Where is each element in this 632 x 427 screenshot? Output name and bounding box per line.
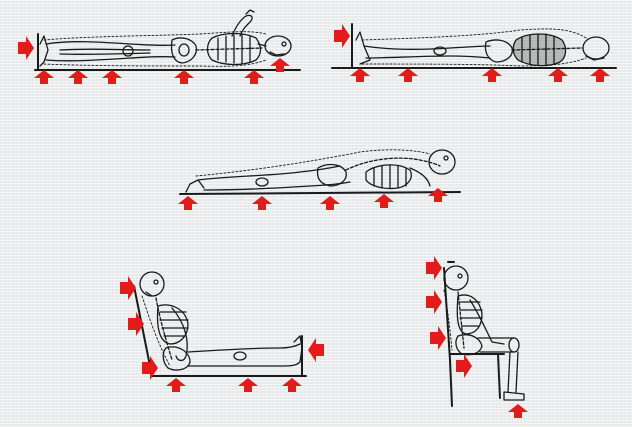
pressure-point-arrow-icon	[166, 378, 186, 392]
arrows-supine-top	[334, 24, 610, 82]
pressure-point-arrow-icon	[334, 24, 350, 48]
pressure-point-arrow-icon	[590, 68, 610, 82]
pressure-point-arrow-icon	[174, 70, 194, 84]
pressure-point-arrow-icon	[34, 70, 54, 84]
pressure-point-arrow-icon	[426, 290, 442, 314]
pressure-point-arrow-icon	[548, 68, 568, 82]
pressure-point-arrow-icon	[482, 68, 502, 82]
arrows-long-sitting	[120, 276, 324, 392]
pressure-point-arrow-icon	[102, 70, 122, 84]
pressure-point-arrow-icon	[68, 70, 88, 84]
pressure-point-arrow-icon	[320, 196, 340, 210]
figure-supine-top	[332, 24, 616, 68]
pressure-point-arrow-icon	[456, 354, 472, 378]
pressure-point-arrow-icon	[308, 338, 324, 362]
pressure-point-arrow-icon	[282, 378, 302, 392]
pressure-point-arrow-icon	[430, 326, 446, 350]
pressure-point-arrow-icon	[350, 68, 370, 82]
arrows-prone	[178, 188, 448, 210]
pressure-point-arrow-icon	[178, 196, 198, 210]
pressure-point-arrow-icon	[244, 70, 264, 84]
pressure-point-arrow-icon	[374, 194, 394, 208]
pressure-point-arrow-icon	[252, 196, 272, 210]
pressure-point-arrow-icon	[508, 404, 528, 418]
arrows-chair-sitting	[426, 256, 528, 418]
figure-chair-sitting	[444, 262, 524, 406]
pressure-point-arrow-icon	[18, 36, 34, 60]
pressure-point-arrow-icon	[238, 378, 258, 392]
pressure-point-arrow-icon	[120, 276, 136, 300]
pressure-point-arrow-icon	[128, 312, 144, 336]
figure-prone	[180, 150, 460, 194]
pressure-point-arrow-icon	[426, 256, 442, 280]
pressure-point-arrow-icon	[428, 188, 448, 202]
figure-long-sitting	[134, 272, 306, 376]
figure-supine-lateral	[35, 10, 300, 70]
pressure-point-arrow-icon	[398, 68, 418, 82]
